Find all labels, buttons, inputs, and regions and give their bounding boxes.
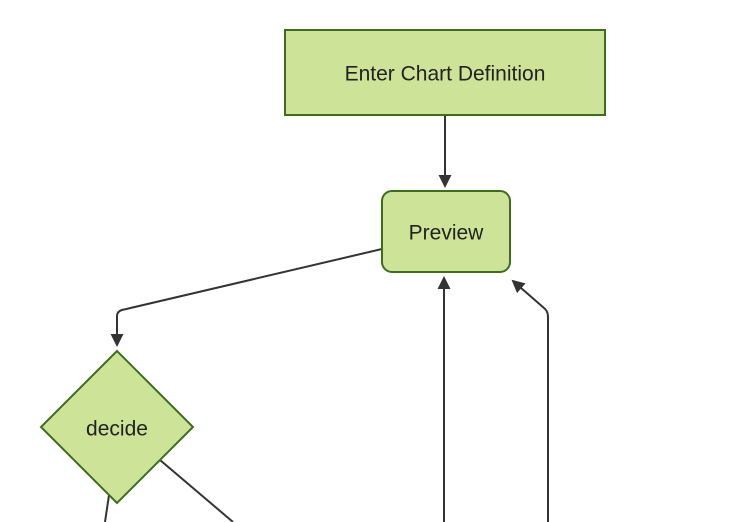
node-decide: decide	[39, 349, 195, 505]
preview-box	[381, 190, 511, 273]
enter-chart-definition-box	[284, 29, 606, 116]
preview-label: Preview	[409, 222, 485, 245]
node-preview: Preview	[381, 190, 511, 273]
decide-diamond	[39, 349, 195, 505]
edge-bottomright-to-preview	[511, 279, 549, 522]
enter-chart-definition-label: Enter Chart Definition	[345, 63, 546, 86]
edge-decide-to-bottomright	[159, 459, 234, 522]
decide-label: decide	[86, 418, 148, 441]
node-enter-chart-definition: Enter Chart Definition	[284, 29, 606, 116]
edge-preview-to-decide	[110, 248, 383, 347]
edge-decide-to-bottomleft	[104, 494, 110, 522]
